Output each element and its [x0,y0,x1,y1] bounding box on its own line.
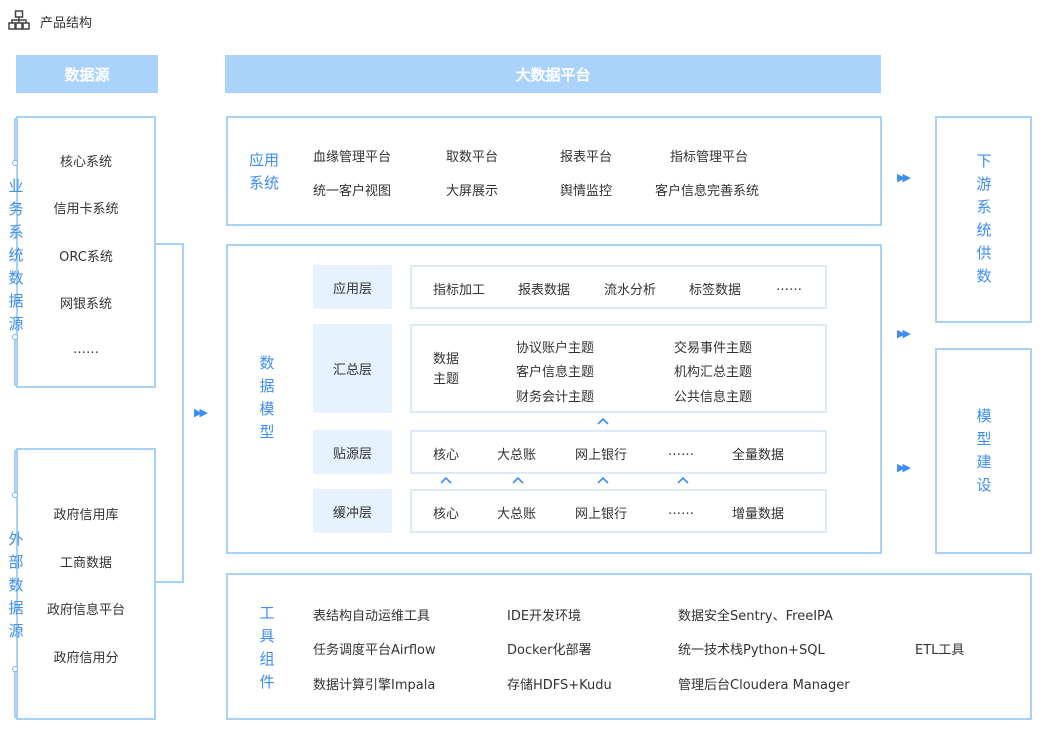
data-model-label: 数据模型 [259,354,275,441]
app-item: 客户信息完善系统 [655,184,760,199]
application-system-box [226,116,882,226]
source-layer-name: 贴源层 [313,430,392,474]
source-layer-item: 网上银行 [575,448,628,463]
modeling-box [935,348,1032,554]
app-item: 大屏展示 [446,184,499,199]
caret-up-icon [512,477,524,484]
tools-box [226,573,1032,720]
buffer-layer-item: …… [668,503,694,518]
summary-topic: 公共信息主题 [674,390,753,405]
app-item: 指标管理平台 [670,150,749,165]
caret-up-icon [677,477,689,484]
external-source-label: 外部数据源 [8,530,24,640]
arrow-right-icon: ▶▶ [194,406,208,419]
downstream-box [935,116,1032,323]
app-layer-item: 报表数据 [518,283,571,298]
buffer-layer-name: 缓冲层 [313,489,392,533]
application-system-label: 应用系统 [249,151,280,192]
external-item: 政府信用库 [53,508,119,523]
tool-item: 表结构自动运维工具 [313,609,431,624]
external-source-box [16,448,156,720]
business-source-label: 业务系统数据源 [8,177,24,333]
business-item: …… [73,342,99,357]
business-item: 信用卡系统 [53,202,119,217]
app-layer-item: 标签数据 [689,283,742,298]
app-item: 报表平台 [560,150,613,165]
tool-item: Docker化部署 [507,643,592,658]
tool-item: 存储HDFS+Kudu [507,678,612,693]
app-layer-item: 流水分析 [604,283,657,298]
source-layer-item: …… [668,444,694,459]
external-item: 政府信息平台 [46,603,125,618]
app-item: 取数平台 [446,150,499,165]
arrow-right-icon: ▶▶ [897,327,911,340]
buffer-layer-content [410,489,827,533]
buffer-layer-item: 增量数据 [732,507,785,522]
summary-group-label: 数据主题 [433,352,460,387]
app-layer-name: 应用层 [313,265,392,309]
app-layer-content [410,265,827,309]
tool-item: ETL工具 [915,643,965,658]
buffer-layer-item: 核心 [433,507,460,522]
caret-up-icon [597,418,609,425]
modeling-label: 模型建设 [976,407,992,494]
external-item: 工商数据 [59,556,112,571]
summary-layer-name: 汇总层 [313,324,392,413]
business-item: 核心系统 [59,155,112,170]
tool-item: 数据安全Sentry、FreeIPA [678,609,833,624]
page-title: 产品结构 [40,16,93,31]
business-item: 网银系统 [59,297,112,312]
source-layer-item: 核心 [433,448,460,463]
summary-topic: 客户信息主题 [516,365,595,380]
buffer-layer-item: 大总账 [497,507,537,522]
summary-topic: 协议账户主题 [516,341,595,356]
tool-item: 任务调度平台Airflow [313,643,436,658]
caret-up-icon [440,477,452,484]
summary-topic: 机构汇总主题 [674,365,753,380]
tool-item: 数据计算引擎Impala [313,678,436,693]
business-item: ORC系统 [59,250,113,265]
downstream-label: 下游系统供数 [976,152,992,285]
source-header: 数据源 [16,55,158,93]
summary-topic: 交易事件主题 [674,341,753,356]
arrow-right-icon: ▶▶ [897,171,911,184]
platform-header: 大数据平台 [225,55,881,93]
product-structure-icon [8,10,30,30]
source-layer-item: 大总账 [497,448,537,463]
summary-topic: 财务会计主题 [516,390,595,405]
source-layer-item: 全量数据 [732,448,785,463]
caret-up-icon [597,477,609,484]
buffer-layer-item: 网上银行 [575,507,628,522]
app-layer-item: …… [776,279,802,294]
arrow-right-icon: ▶▶ [897,461,911,474]
app-item: 舆情监控 [560,184,613,199]
business-source-box [16,116,156,388]
summary-layer-content [410,324,827,413]
app-item: 统一客户视图 [313,184,392,199]
source-layer-content [410,430,827,474]
tool-item: 统一技术栈Python+SQL [678,643,825,658]
external-item: 政府信用分 [53,651,119,666]
tool-item: IDE开发环境 [507,609,582,624]
tool-item: 管理后台Cloudera Manager [678,678,850,693]
tools-label: 工具组件 [259,604,275,691]
app-layer-item: 指标加工 [433,283,486,298]
app-item: 血缘管理平台 [313,150,392,165]
